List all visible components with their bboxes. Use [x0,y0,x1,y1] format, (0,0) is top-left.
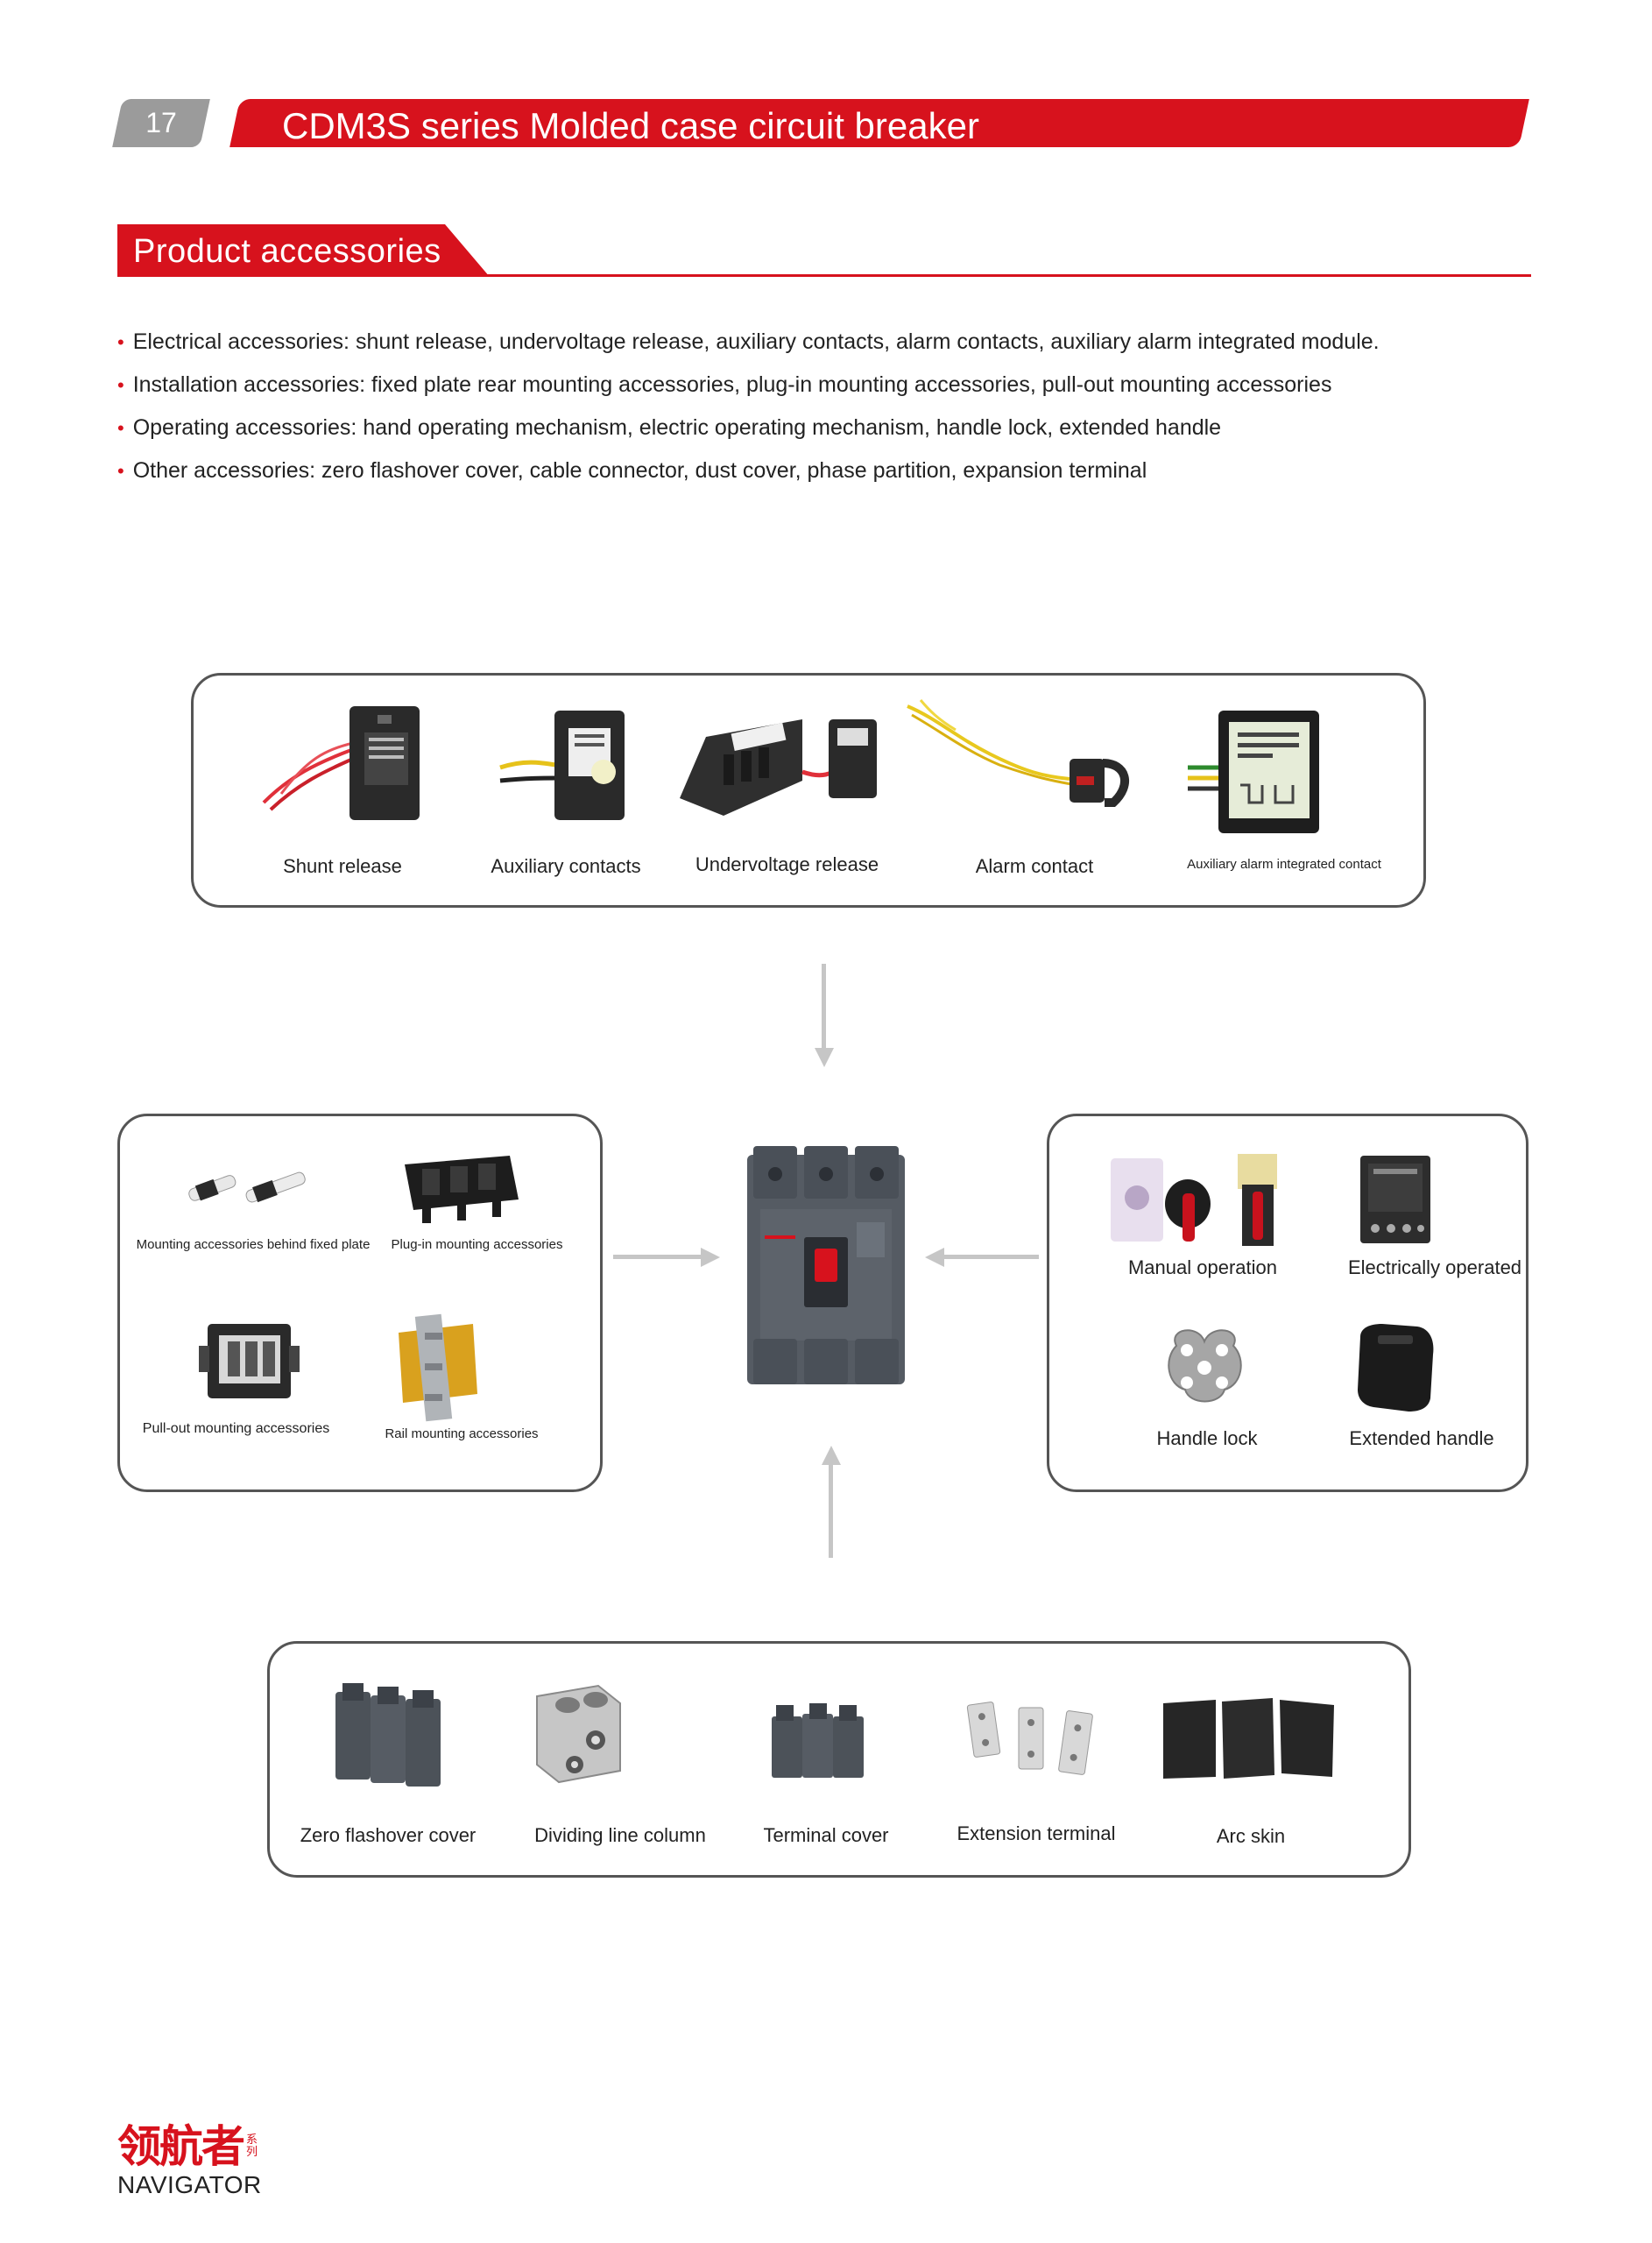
rail-mounting-image [399,1313,477,1422]
alarm-contact-label: Alarm contact [975,855,1094,877]
bullet-dot-icon: • [117,460,124,482]
rail-mounting-label: Rail mounting accessories [385,1426,539,1441]
zero-flashover-cover-label: Zero flashover cover [300,1824,477,1846]
terminal-cover-image [772,1703,864,1778]
pull-out-mounting-image [199,1324,300,1398]
accessory-summary-list: •Electrical accessories: shunt release, … [117,321,1536,492]
manual-operation-label: Manual operation [1127,1256,1277,1278]
auxiliary-alarm-integrated-contact-label: Auxiliary alarm integrated contact [1187,857,1381,872]
arrow-down-head-icon [815,1048,834,1067]
handle-lock-image [1168,1329,1242,1403]
auxiliary-alarm-integrated-contact-image [1188,711,1319,833]
bullet-dot-icon: • [117,374,124,396]
operating-accessories-box: Manual operation Electrically operated H… [1047,1114,1528,1492]
bullet-item-electrical: •Electrical accessories: shunt release, … [117,329,1380,354]
arc-skin-label: Arc skin [1216,1825,1286,1847]
alarm-contact-image [907,699,1130,807]
section-tab [117,224,490,277]
electrical-accessories-box: Shunt release Auxiliary contacts Undervo… [191,673,1426,908]
extended-handle-label: Extended handle [1349,1427,1494,1449]
dividing-line-column-label: Dividing line column [534,1824,706,1846]
section-title: Product accessories [133,233,441,270]
shunt-release-image [262,706,420,820]
arrow-right-shaft [613,1255,708,1259]
extension-terminal-label: Extension terminal [957,1822,1116,1844]
arrow-up-shaft [829,1463,833,1558]
circuit-breaker-image [747,1146,905,1384]
dividing-line-column-image [536,1684,621,1784]
arrow-left-shaft [944,1255,1039,1259]
plug-in-mounting-label: Plug-in mounting accessories [391,1237,563,1252]
auxiliary-contacts-label: Auxiliary contacts [491,855,641,877]
arrow-left-head-icon [925,1248,944,1267]
brand-logo-series-mark: 系列 [246,2133,258,2159]
brand-logo-english: NAVIGATOR [117,2171,262,2198]
section-divider [117,274,1531,277]
shunt-release-label: Shunt release [283,855,402,877]
installation-accessories-box: Mounting accessories behind fixed plate … [117,1114,603,1492]
terminal-cover-label: Terminal cover [763,1824,889,1846]
bullet-item-other: •Other accessories: zero flashover cover… [117,458,1147,483]
rear-mounting-accessories-label: Mounting accessories behind fixed plate [136,1237,371,1252]
electric-operation-label: Electrically operated [1347,1256,1522,1278]
auxiliary-contacts-image [499,711,625,820]
manual-operation-image [1111,1154,1277,1246]
bullet-dot-icon: • [117,417,124,439]
bullet-item-operating: •Operating accessories: hand operating m… [117,415,1222,440]
plug-in-mounting-image [405,1156,519,1223]
page-number: 17 [145,107,177,138]
undervoltage-release-label: Undervoltage release [695,853,879,875]
extended-handle-image [1358,1324,1434,1412]
arrow-down-shaft [822,964,826,1051]
bullet-item-installation: •Installation accessories: fixed plate r… [117,372,1332,397]
rear-mounting-accessories-image [188,1171,306,1203]
undervoltage-release-image [680,719,877,816]
page-title: CDM3S series Molded case circuit breaker [282,105,979,146]
other-accessories-box: Zero flashover cover Dividing line colum… [267,1641,1411,1878]
zero-flashover-cover-image [335,1683,441,1787]
electric-operation-image [1360,1156,1430,1243]
pull-out-mounting-label: Pull-out mounting accessories [142,1421,330,1436]
extension-terminal-image [966,1702,1093,1775]
arc-skin-image [1163,1698,1334,1779]
bullet-dot-icon: • [117,331,124,353]
brand-logo-chinese: 领航者 [117,2121,245,2172]
arrow-up-head-icon [822,1446,841,1465]
handle-lock-label: Handle lock [1156,1427,1258,1449]
arrow-right-head-icon [701,1248,720,1267]
